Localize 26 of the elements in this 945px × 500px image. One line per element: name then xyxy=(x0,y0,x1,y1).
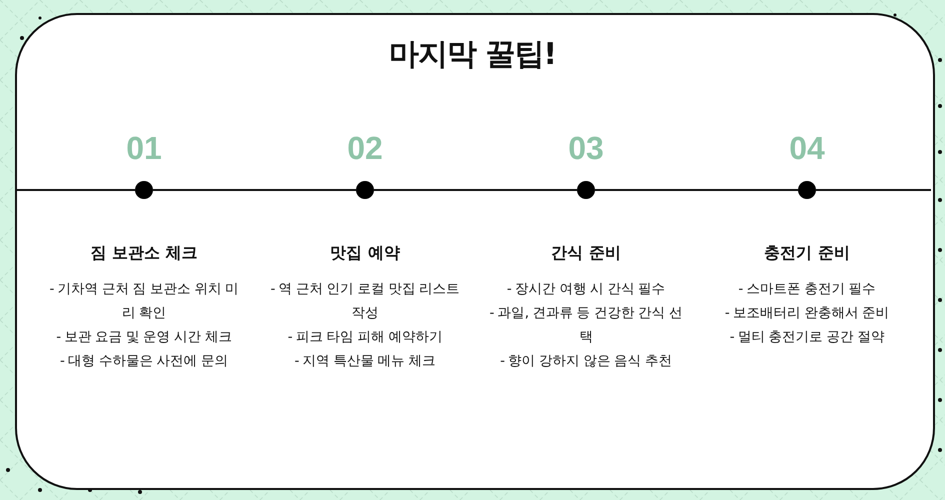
bullet-text: - 스마트폰 충전기 필수 xyxy=(737,280,877,299)
timeline-line xyxy=(17,189,135,191)
title: 마지막 꿀팁! xyxy=(388,36,558,74)
step-heading: 간식 준비 xyxy=(550,243,622,264)
bullet-text: - 피크 타임 피해 예약하기 xyxy=(286,328,444,347)
timeline-line xyxy=(153,189,356,191)
step-heading: 짐 보관소 체크 xyxy=(89,243,199,264)
bullet-text: - 멀티 충전기로 공간 절약 xyxy=(728,328,886,347)
step-number: 01 xyxy=(125,130,163,167)
step-number: 04 xyxy=(788,130,826,167)
step-heading: 맛집 예약 xyxy=(329,243,401,264)
bullet-text: - 역 근처 인기 로컬 맛집 리스트 작성 xyxy=(269,280,461,323)
bullet-text: - 장시간 여행 시 간식 필수 xyxy=(506,280,666,299)
step-heading: 충전기 준비 xyxy=(763,243,851,264)
step-number: 02 xyxy=(346,130,384,167)
bullet-text: - 기차역 근처 짐 보관소 위치 미리 확인 xyxy=(48,280,240,323)
step-number: 03 xyxy=(567,130,605,167)
bullet-text: - 대형 수하물은 사전에 문의 xyxy=(58,352,230,371)
bullet-text: - 지역 특산물 메뉴 체크 xyxy=(293,352,437,371)
bullet-text: - 향이 강하지 않은 음식 추천 xyxy=(499,352,673,371)
bullet-text: - 보조배터리 완충해서 준비 xyxy=(724,304,890,323)
timeline-line xyxy=(374,189,577,191)
bullet-text: - 과일, 견과류 등 건강한 간식 선택 xyxy=(488,304,684,347)
bullet-text: - 보관 요금 및 운영 시간 체크 xyxy=(55,328,233,347)
timeline-line xyxy=(816,189,931,191)
timeline-line xyxy=(595,189,798,191)
